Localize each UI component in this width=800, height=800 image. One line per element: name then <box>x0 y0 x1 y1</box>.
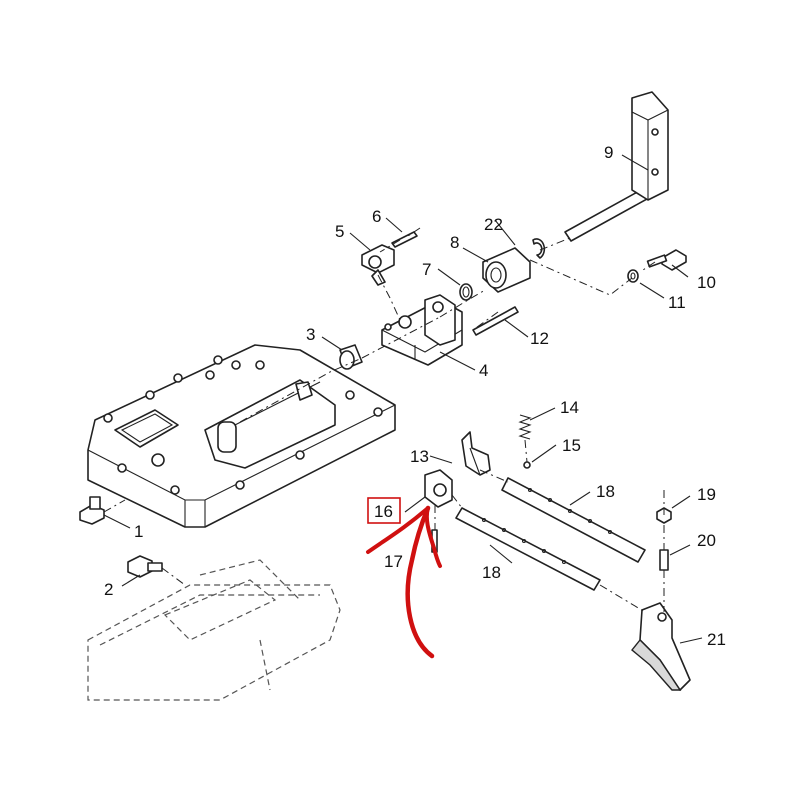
callout-4: 4 <box>479 361 488 380</box>
part-2-bolt <box>127 555 163 578</box>
part-6-pin <box>391 231 418 248</box>
callout-15: 15 <box>562 436 581 455</box>
part-13-shift-lug <box>461 431 491 476</box>
callout-18-lower: 18 <box>482 563 501 582</box>
cover-plate <box>87 344 396 528</box>
callout-19: 19 <box>697 485 716 504</box>
leader-lines <box>103 154 703 644</box>
callout-16: 16 <box>374 502 393 521</box>
part-5-lever <box>361 244 395 286</box>
part-9-shaft <box>564 91 669 242</box>
callout-1: 1 <box>134 522 143 541</box>
callout-10: 10 <box>697 273 716 292</box>
part-10-bolt <box>646 249 687 271</box>
part-18-rail-upper <box>501 477 646 563</box>
part-16-shift-block <box>424 469 453 508</box>
part-12-pin <box>472 306 519 336</box>
callout-5: 5 <box>335 222 344 241</box>
part-4-bracket <box>381 294 463 366</box>
callout-2: 2 <box>104 580 113 599</box>
part-22-clip <box>532 238 546 259</box>
housing-ghost-outline <box>87 559 341 701</box>
callout-11: 11 <box>668 293 686 312</box>
part-18-rail-lower <box>455 507 601 591</box>
callout-8: 8 <box>450 233 459 252</box>
callout-14: 14 <box>560 398 579 417</box>
part-15-ball <box>523 461 531 469</box>
callout-13: 13 <box>410 447 429 466</box>
assembly-center-lines <box>103 227 665 613</box>
part-21-shift-fork <box>631 602 691 691</box>
red-arrow-icon <box>366 505 442 659</box>
part-7-ring <box>459 283 473 301</box>
callout-6: 6 <box>372 207 381 226</box>
callout-17: 17 <box>384 552 403 571</box>
callout-9: 9 <box>604 143 613 162</box>
part-8-flange <box>482 247 531 293</box>
callout-16-highlight-box <box>367 497 401 524</box>
callout-labels: 1 2 3 4 5 6 7 8 9 10 11 12 13 14 15 16 1… <box>104 143 726 649</box>
callout-12: 12 <box>530 329 549 348</box>
callout-20: 20 <box>697 531 716 550</box>
callout-3: 3 <box>306 325 315 344</box>
part-14-spring <box>518 414 532 440</box>
part-20-screw <box>659 549 669 571</box>
callout-22: 22 <box>484 215 503 234</box>
callout-7: 7 <box>422 260 431 279</box>
callout-18-upper: 18 <box>596 482 615 501</box>
part-1-bolt <box>79 496 105 525</box>
part-3-bushing <box>339 344 363 370</box>
callout-21: 21 <box>707 630 726 649</box>
